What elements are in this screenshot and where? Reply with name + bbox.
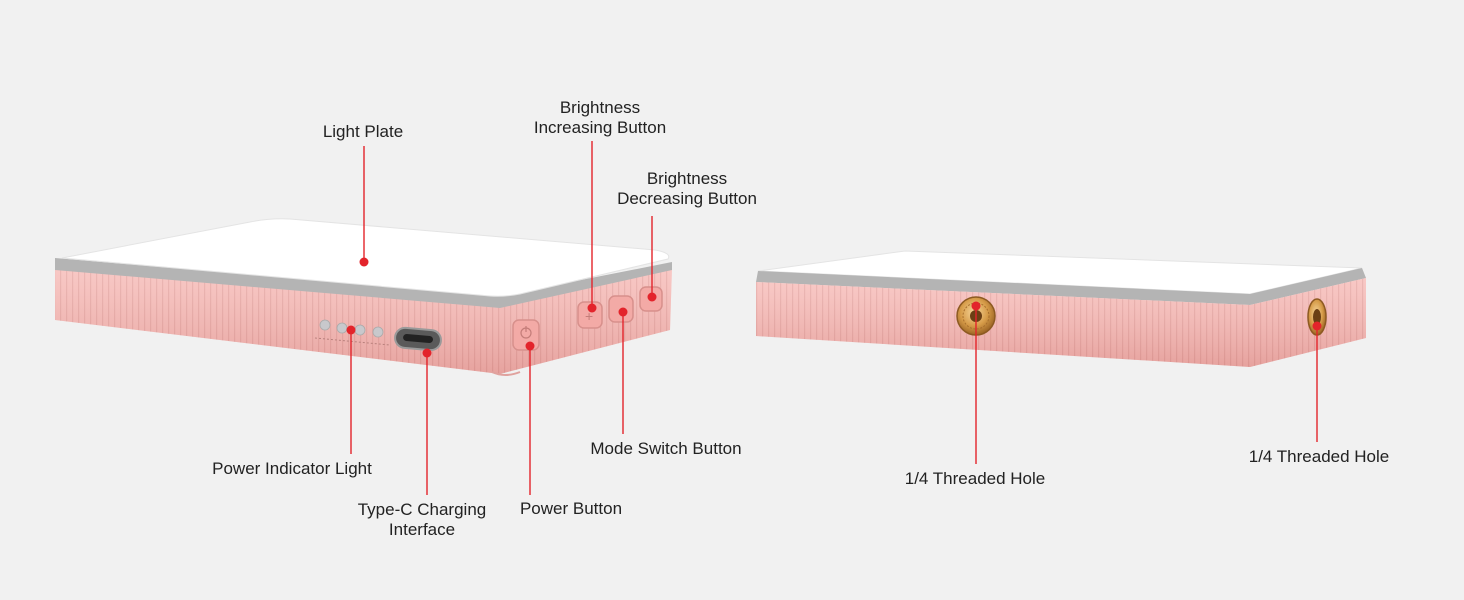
label-type-c-charging-interface: Type-C Charging Interface xyxy=(347,500,497,540)
label-light-plate: Light Plate xyxy=(322,122,404,141)
label-brightness-increasing-button: Brightness Increasing Button xyxy=(520,98,680,138)
device-left-rim xyxy=(55,258,672,308)
label-power-indicator-light: Power Indicator Light xyxy=(212,459,372,478)
light-plate xyxy=(61,218,670,297)
label-line: Type-C Charging xyxy=(357,500,487,519)
label-line: Decreasing Button xyxy=(617,189,757,208)
device-right-view xyxy=(756,250,1366,367)
label-threaded-hole-bottom: 1/4 Threaded Hole xyxy=(904,469,1046,488)
label-threaded-hole-side: 1/4 Threaded Hole xyxy=(1248,447,1390,466)
label-mode-switch-button: Mode Switch Button xyxy=(590,439,742,458)
label-brightness-decreasing-button: Brightness Decreasing Button xyxy=(604,169,770,209)
label-line: Interface xyxy=(388,520,456,539)
callout-lines xyxy=(346,141,1322,495)
label-line: Brightness xyxy=(646,169,728,188)
svg-text:+: + xyxy=(585,308,593,324)
label-power-button: Power Button xyxy=(519,499,623,518)
label-line: Brightness xyxy=(559,98,641,117)
label-line: Increasing Button xyxy=(533,118,667,137)
type-c-port xyxy=(394,326,442,352)
device-left-view: + xyxy=(55,218,672,376)
